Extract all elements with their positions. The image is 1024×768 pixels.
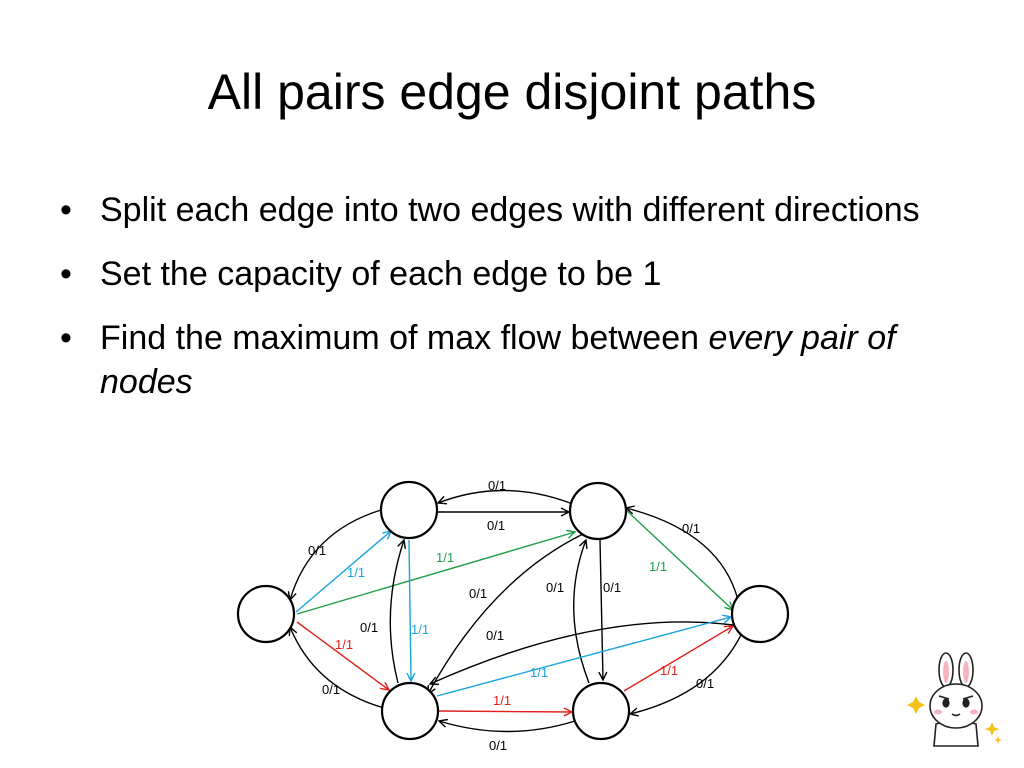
edge-bottom-lower [439,721,576,733]
edge-left-bl-outer [290,627,385,709]
edge-left-tl-outer [290,509,382,600]
edge-left-bl-inner [296,621,389,690]
edge-tl-bl-right [409,539,411,681]
edge-top-upper [438,489,571,504]
edge-label-bottom-upper: 1/1 [493,693,511,708]
edge-right-bl-lower [436,617,731,697]
edge-tr-br-left [573,540,590,684]
edge-left-tl-inner [295,531,391,613]
edge-label-tr-br-left: 0/1 [546,580,564,595]
bullet-list: Split each edge into two edges with diff… [60,188,980,424]
node-bottom-right [571,681,631,741]
node-right [730,584,790,644]
edge-bottom-upper [438,711,572,712]
node-top-right [568,481,628,541]
edge-label-left-tl-outer: 0/1 [308,543,326,558]
node-bottom-left [380,681,440,741]
slide-title: All pairs edge disjoint paths [207,64,817,120]
edge-label-left-bl-outer: 0/1 [322,682,340,697]
bullet-text: Split each edge into two edges with diff… [100,191,920,229]
edge-br-right-outer [630,632,743,714]
bullet-emphasis: every pair of nodes [100,319,896,401]
edge-left-tr [296,532,575,615]
bullet-item: Set the capacity of each edge to be 1 [60,252,980,296]
edge-label-tl-bl-left: 0/1 [360,620,378,635]
bullet-item: Find the maximum of max flow between eve… [60,316,980,404]
edge-tr-bl [428,533,584,694]
edge-label-tr-br-right: 0/1 [603,580,621,595]
edge-label-tr-right-outer: 0/1 [682,521,700,536]
edge-tr-right-outer [626,508,739,601]
edge-tr-right-inner [625,509,733,610]
edge-label-br-right-inner: 1/1 [660,663,678,678]
edge-tl-bl-left [389,540,404,684]
edge-label-bottom-lower: 0/1 [489,738,507,753]
bullet-text: Set the capacity of each edge to be 1 [100,255,662,293]
edge-label-top-upper: 0/1 [488,478,506,493]
edge-br-right-inner [623,626,733,692]
edge-label-top-lower: 0/1 [487,518,505,533]
edge-label-tr-bl: 0/1 [469,586,487,601]
edge-label-br-right-outer: 0/1 [696,676,714,691]
edge-label-right-bl-upper: 0/1 [486,628,504,643]
edge-label-left-tr: 1/1 [436,550,454,565]
edge-label-right-bl-lower: 1/1 [530,665,548,680]
edge-label-tr-right-inner: 1/1 [649,559,667,574]
node-left [236,584,296,644]
edge-label-left-tl-inner: 1/1 [347,565,365,580]
bullet-item: Split each edge into two edges with diff… [60,188,980,232]
edge-tr-br-right [600,539,603,680]
node-top-left [379,480,439,540]
edge-label-tl-bl-right: 1/1 [411,622,429,637]
bunny-mascot-icon [907,652,1002,747]
bullet-text: Find the maximum of max flow between [100,319,709,357]
edge-label-left-bl-inner: 1/1 [335,637,353,652]
edge-right-bl-upper [430,621,734,684]
